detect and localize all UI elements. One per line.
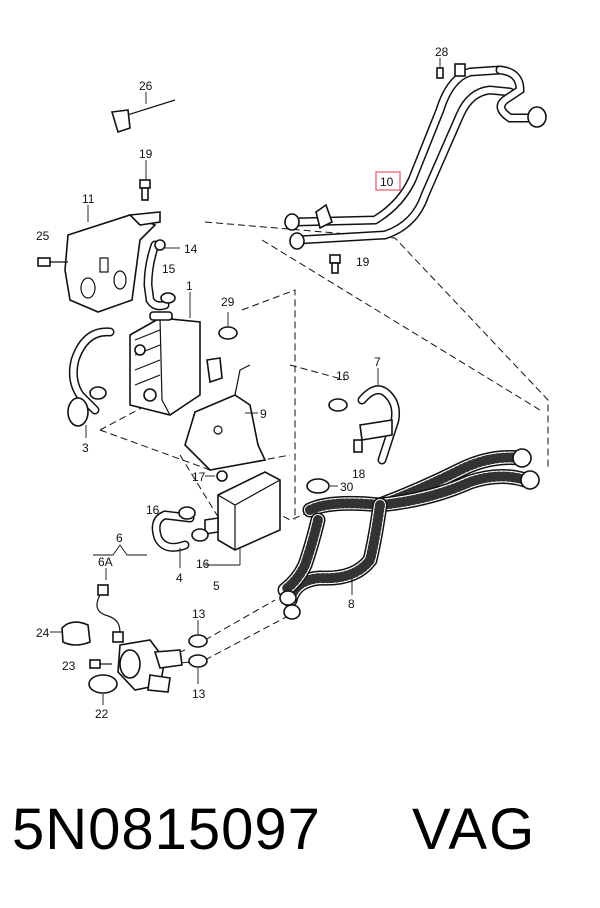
clamp-22: [88, 674, 118, 705]
brand-label: VAG: [412, 797, 537, 862]
callout-8: 8: [348, 597, 355, 611]
pump-6-bracket-lines: [93, 544, 147, 580]
callout-10: 10: [380, 175, 394, 189]
clamp-16-c: [328, 398, 348, 412]
callout-15: 15: [162, 262, 176, 276]
callout-19-lower: 19: [356, 255, 370, 269]
callout-6a: 6A: [98, 555, 113, 569]
part-number: 5N0815097: [12, 797, 321, 862]
callout-11: 11: [82, 192, 95, 206]
clamp-15: [160, 292, 176, 304]
callout-5: 5: [213, 579, 220, 593]
screw-19-upper: [139, 160, 151, 201]
screw-23: [89, 659, 112, 669]
coolant-hose-8: [277, 448, 540, 620]
callout-18: 18: [352, 467, 366, 481]
clamp-13-upper: [188, 620, 208, 648]
screw-28: [436, 58, 444, 79]
callout-13-upper: 13: [192, 607, 206, 621]
clamp-16-a: [178, 506, 196, 520]
callout-26: 26: [139, 79, 153, 93]
callout-14: 14: [184, 242, 198, 256]
callout-30: 30: [340, 480, 354, 494]
auxiliary-heater-5: [204, 471, 281, 566]
coolant-pump-6: [117, 639, 183, 693]
hose-7: [357, 368, 400, 465]
bracket-11: [64, 205, 161, 313]
callout-3: 3: [82, 441, 89, 455]
callout-17: 17: [192, 470, 206, 484]
callout-6: 6: [116, 531, 123, 545]
nut-17: [205, 470, 228, 482]
clamp-30: [306, 478, 338, 494]
callout-9: 9: [260, 407, 267, 421]
bracket-9: [184, 364, 267, 471]
bracket-24: [50, 621, 91, 646]
pipe-3: [67, 327, 115, 438]
callout-29: 29: [221, 295, 235, 309]
callout-16-a: 16: [146, 503, 160, 517]
callout-13-lower: 13: [192, 687, 206, 701]
callout-16-b: 16: [196, 557, 210, 571]
callout-22: 22: [95, 707, 109, 721]
callout-25: 25: [36, 229, 50, 243]
wiring-6a: [96, 584, 124, 643]
callout-1: 1: [186, 279, 193, 293]
callout-19-upper: 19: [139, 147, 153, 161]
callout-7: 7: [374, 355, 381, 369]
clamp-29: [218, 312, 238, 340]
screw-25: [37, 257, 68, 267]
bracket-18: [353, 439, 363, 453]
cable-tie-26: [110, 92, 176, 134]
highlight-box-10: [375, 171, 401, 191]
callout-16-c: 16: [336, 369, 350, 383]
callout-23: 23: [62, 659, 76, 673]
hose-4: [151, 510, 195, 568]
clamp-16-b: [191, 528, 209, 542]
small-hose-14: [143, 239, 180, 311]
screw-19-lower: [329, 254, 341, 274]
assembly-dashed-lines: [99, 221, 549, 669]
clamp-13-lower: [188, 654, 208, 684]
coolant-pipe-assembly: [284, 63, 547, 250]
callout-28: 28: [435, 45, 449, 59]
heat-exchanger-1: [129, 292, 223, 416]
footer: 5N0815097 VAG: [0, 790, 600, 870]
parts-diagram: 1 3 4 5 6 6A 7 8 9 10 13 13 14 15 16 16 …: [36, 45, 549, 721]
callout-4: 4: [176, 571, 183, 585]
callout-24: 24: [36, 626, 50, 640]
callout-labels: 1 3 4 5 6 6A 7 8 9 10 13 13 14 15 16 16 …: [36, 45, 449, 721]
